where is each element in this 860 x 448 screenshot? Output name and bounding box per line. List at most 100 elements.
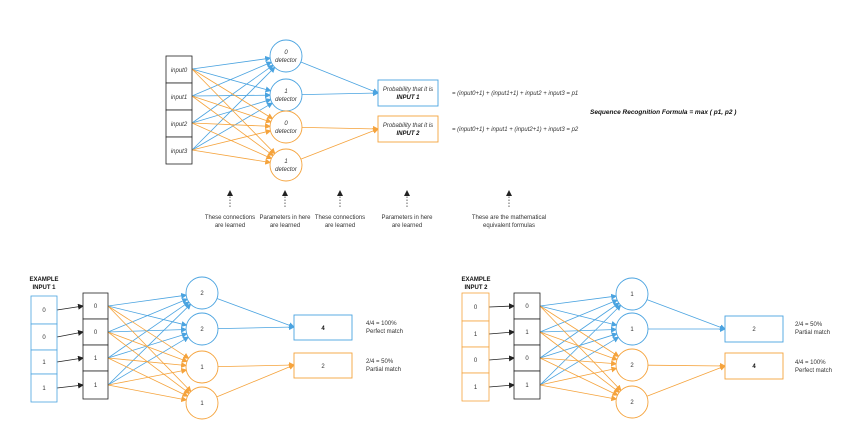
connection-line <box>646 365 726 397</box>
connection-line <box>647 362 726 369</box>
connection-line <box>107 292 188 307</box>
example-output-box <box>724 315 784 343</box>
example-output-box <box>724 352 784 380</box>
annotation-text: are learned <box>325 223 355 229</box>
output-caption: Probability that it is <box>383 123 433 129</box>
example-input-value: 0 <box>42 308 46 314</box>
example-node <box>185 312 219 346</box>
connection-line <box>488 382 515 389</box>
connection-line <box>107 331 191 394</box>
connection-line <box>191 92 272 99</box>
example-copy-box <box>513 344 541 372</box>
example-input-value: 1 <box>42 386 46 392</box>
example-subtitle: INPUT 2 <box>464 285 488 291</box>
example-copy-value: 0 <box>94 304 98 310</box>
connection-line <box>191 95 274 157</box>
connection-line <box>56 355 84 363</box>
connection-line <box>107 336 190 386</box>
example-node-value: 1 <box>630 292 634 298</box>
connection-line <box>107 305 190 359</box>
annotation-text: These connections <box>315 215 365 221</box>
annotation-text: are learned <box>392 223 422 229</box>
connection-line <box>488 355 515 362</box>
detector-value: 1 <box>284 159 287 165</box>
connection-line <box>539 305 622 392</box>
connection-line <box>539 331 621 393</box>
example-node <box>615 277 649 311</box>
connection-line <box>216 364 295 398</box>
example-node <box>185 386 219 420</box>
example-input-box <box>461 320 490 348</box>
detector-value: 0 <box>284 121 288 127</box>
connection-line <box>539 305 618 327</box>
example-input-box <box>30 373 58 403</box>
connection-line <box>107 332 188 359</box>
example-copy-value: 0 <box>94 330 98 336</box>
example-copy-box <box>82 318 109 346</box>
detector-label: detector <box>275 129 298 135</box>
sequence-recognition-formula: Sequence Recognition Formula = max ( p1,… <box>590 109 736 116</box>
connection-line <box>107 368 188 386</box>
example-input-box <box>461 292 490 322</box>
example-input-value: 0 <box>474 305 478 311</box>
example-copy-value: 0 <box>525 356 529 362</box>
connection-line <box>191 68 276 155</box>
example-output-value: 2 <box>752 327 756 333</box>
connection-line <box>300 61 379 94</box>
detector-node <box>269 78 303 112</box>
example-output-value: 2 <box>321 364 325 370</box>
connection-line <box>191 55 272 70</box>
example-node-value: 2 <box>630 400 634 406</box>
example-node-value: 2 <box>630 363 634 369</box>
example-copy-box <box>82 370 109 400</box>
top-input-box <box>165 109 193 138</box>
detector-node <box>269 148 303 182</box>
top-input-box <box>165 82 193 111</box>
top-annotations: These connections are learned Parameters… <box>205 190 546 229</box>
detector-label: detector <box>275 97 298 103</box>
example-title: EXAMPLE <box>461 277 490 283</box>
top-network: input0 input1 input2 input3 0 detector 1… <box>165 39 736 229</box>
example-copy-value: 1 <box>94 356 98 362</box>
example-output-value: 4 <box>752 364 756 370</box>
example-result-label: Partial match <box>366 367 401 373</box>
example-result-ratio: 2/4 = 50% <box>366 359 394 365</box>
detector-node <box>269 39 303 73</box>
example-input-value: 0 <box>474 358 478 364</box>
connection-line <box>191 149 272 165</box>
connection-line <box>301 125 379 132</box>
example-input-box <box>461 372 490 402</box>
example-node <box>615 385 649 419</box>
connection-line <box>191 122 273 160</box>
top-input-column: input0 input1 input2 input3 <box>165 55 193 165</box>
output-title: INPUT 1 <box>396 95 420 101</box>
top-input-label: input0 <box>171 68 188 74</box>
connection-line <box>107 301 190 359</box>
top-input-box <box>165 136 193 165</box>
example-result-ratio: 2/4 = 50% <box>795 322 823 328</box>
connection-line <box>191 98 272 124</box>
example-input-value: 1 <box>474 332 478 338</box>
connection-line <box>191 68 274 120</box>
connection-line <box>217 362 295 369</box>
connection-line <box>107 305 188 327</box>
example-copy-box <box>82 344 109 372</box>
connection-line <box>216 298 295 329</box>
example-copy-box <box>513 370 541 400</box>
example-1-connections <box>56 292 295 402</box>
annotation-text: equivalent formulas <box>483 223 535 229</box>
annotation-text: are learned <box>270 223 300 229</box>
top-input-label: input1 <box>171 95 187 101</box>
connection-line <box>488 329 515 336</box>
example-input-box <box>30 349 58 375</box>
example-node-value: 2 <box>200 327 204 333</box>
example-output-box <box>293 314 353 341</box>
example-subtitle: INPUT 1 <box>32 285 56 291</box>
example-node <box>615 312 649 346</box>
output-box-input2 <box>377 115 439 143</box>
detector-label: detector <box>275 167 298 173</box>
detector-label: detector <box>275 58 298 64</box>
connection-line <box>539 384 618 402</box>
connection-line <box>191 102 274 151</box>
